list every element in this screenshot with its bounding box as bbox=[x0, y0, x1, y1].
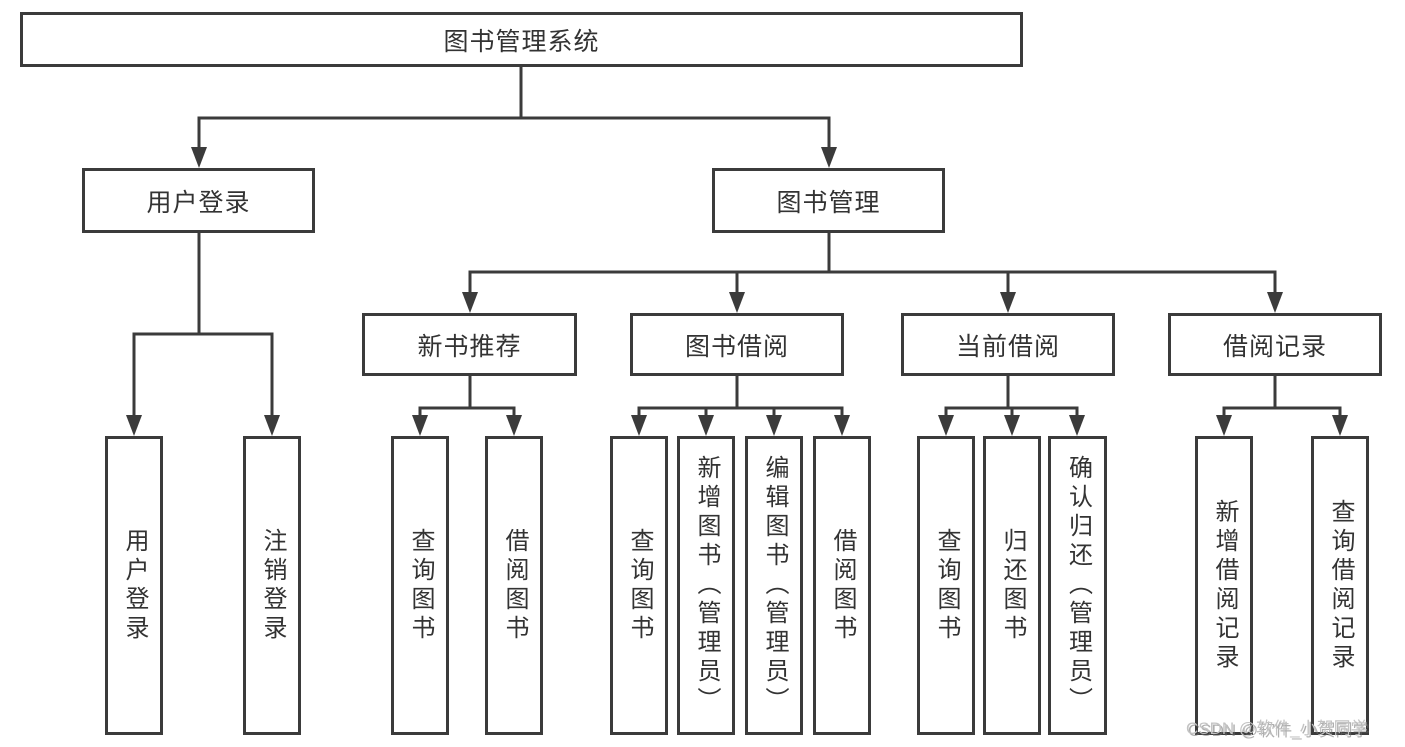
node-root: 图书管理系统 bbox=[20, 12, 1023, 67]
node-new-book-recommend-label: 新书推荐 bbox=[417, 332, 522, 361]
leaf-query-books-borrow-label: 查询图书 bbox=[626, 527, 653, 644]
leaf-confirm-return-admin-label: 确认归还（管理员） bbox=[1064, 455, 1092, 716]
node-borrow-record: 借阅记录 bbox=[1168, 313, 1382, 376]
node-user-login-label: 用户登录 bbox=[146, 188, 251, 217]
node-book-management-label: 图书管理 bbox=[776, 188, 881, 217]
leaf-query-borrow-record: 查询借阅记录 bbox=[1311, 436, 1369, 735]
node-current-borrow-label: 当前借阅 bbox=[955, 332, 1060, 361]
node-user-login: 用户登录 bbox=[82, 168, 315, 233]
leaf-query-borrow-record-label: 查询借阅记录 bbox=[1327, 498, 1354, 673]
leaf-logout-label: 注销登录 bbox=[259, 527, 286, 644]
leaf-query-books-current: 查询图书 bbox=[917, 436, 975, 735]
leaf-borrow-books: 借阅图书 bbox=[813, 436, 871, 735]
leaf-add-borrow-record: 新增借阅记录 bbox=[1195, 436, 1253, 735]
leaf-logout: 注销登录 bbox=[243, 436, 301, 735]
node-book-management: 图书管理 bbox=[712, 168, 945, 233]
node-new-book-recommend: 新书推荐 bbox=[362, 313, 577, 376]
csdn-watermark: CSDN @软件_小贺同学 bbox=[1186, 719, 1368, 738]
leaf-add-books-admin-label: 新增图书（管理员） bbox=[693, 455, 720, 716]
leaf-user-login: 用户登录 bbox=[105, 436, 163, 735]
leaf-confirm-return-admin: 确认归还（管理员） bbox=[1048, 436, 1107, 735]
leaf-user-login-label: 用户登录 bbox=[121, 527, 148, 644]
leaf-return-books: 归还图书 bbox=[983, 436, 1041, 735]
leaf-query-books-recommend-label: 查询图书 bbox=[407, 527, 434, 644]
node-borrow-record-label: 借阅记录 bbox=[1222, 332, 1327, 361]
leaf-add-borrow-record-label: 新增借阅记录 bbox=[1211, 498, 1238, 673]
leaf-borrow-books-recommend-label: 借阅图书 bbox=[501, 527, 528, 644]
leaf-return-books-label: 归还图书 bbox=[999, 527, 1026, 644]
leaf-query-books-recommend: 查询图书 bbox=[391, 436, 449, 735]
node-book-borrow-label: 图书借阅 bbox=[684, 332, 789, 361]
leaf-borrow-books-label: 借阅图书 bbox=[829, 527, 856, 644]
leaf-edit-books-admin: 编辑图书（管理员） bbox=[745, 436, 803, 735]
leaf-query-books-current-label: 查询图书 bbox=[933, 527, 960, 644]
node-current-borrow: 当前借阅 bbox=[901, 313, 1115, 376]
node-root-label: 图书管理系统 bbox=[443, 27, 600, 56]
leaf-query-books-borrow: 查询图书 bbox=[610, 436, 668, 735]
leaf-borrow-books-recommend: 借阅图书 bbox=[485, 436, 543, 735]
leaf-edit-books-admin-label: 编辑图书（管理员） bbox=[761, 455, 788, 716]
leaf-add-books-admin: 新增图书（管理员） bbox=[677, 436, 735, 735]
node-book-borrow: 图书借阅 bbox=[630, 313, 844, 376]
